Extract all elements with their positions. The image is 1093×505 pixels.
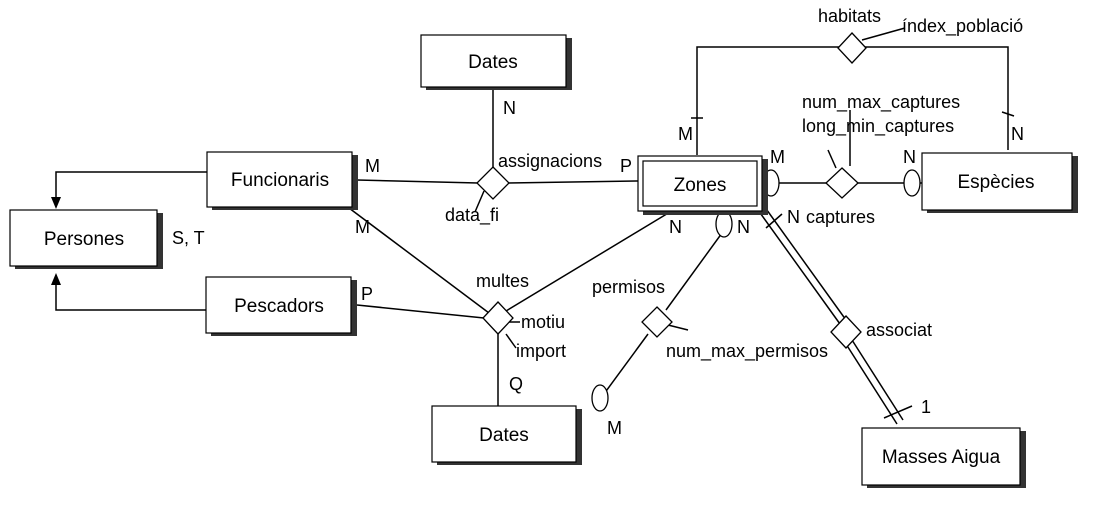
funcionaris-isa-arrow bbox=[51, 197, 61, 209]
entity-zones-inner-border bbox=[642, 160, 758, 207]
card-pescadors-multes-P: P bbox=[361, 284, 373, 304]
dates-permisos-link bbox=[600, 333, 649, 399]
attr-motiu: motiu bbox=[521, 312, 565, 332]
card-zones-captures-M: M bbox=[770, 147, 785, 167]
rel-permisos-label: permisos bbox=[592, 277, 665, 297]
masses-associat-tick bbox=[883, 405, 913, 419]
rel-associat-label: associat bbox=[866, 320, 932, 340]
pescadors-isa-arrow bbox=[51, 273, 61, 285]
card-especies-captures-N: N bbox=[903, 147, 916, 167]
entity-especies-label: Espècies bbox=[957, 172, 1034, 193]
card-zones-associat-N: N bbox=[787, 207, 800, 227]
multes-diamond[interactable] bbox=[482, 301, 514, 335]
captures-diamond[interactable] bbox=[825, 167, 859, 199]
card-dates-multes-Q: Q bbox=[509, 374, 523, 394]
habitats-link-zones bbox=[696, 46, 852, 155]
entity-persones-label: Persones bbox=[44, 229, 124, 250]
zones-associat-line-b bbox=[763, 205, 847, 321]
entity-masses-aigua[interactable] bbox=[861, 427, 1021, 486]
dates-permisos-ellipse bbox=[591, 384, 609, 412]
attr-num-max-permisos: num_max_permisos bbox=[666, 341, 828, 362]
entity-funcionaris[interactable] bbox=[206, 151, 353, 208]
zones-multes-link bbox=[505, 211, 671, 312]
habitats-attr-link bbox=[861, 27, 906, 41]
entity-especies[interactable] bbox=[921, 152, 1073, 211]
entity-dates-top-label: Dates bbox=[468, 52, 518, 73]
attr-index-poblacio: índex_població bbox=[902, 16, 1023, 37]
rel-assignacions-label: assignacions bbox=[498, 151, 602, 171]
entity-zones-label: Zones bbox=[674, 175, 727, 196]
entity-dates-bottom-label: Dates bbox=[479, 425, 529, 446]
num-max-permisos-link bbox=[667, 324, 689, 331]
masses-associat-line-a bbox=[845, 343, 898, 425]
entity-persones[interactable] bbox=[9, 209, 158, 267]
especies-habitats-tick bbox=[1001, 111, 1015, 117]
entity-funcionaris-label: Funcionaris bbox=[231, 170, 329, 191]
card-zones-permisos-N: N bbox=[737, 217, 750, 237]
generalization-label: S, T bbox=[172, 228, 205, 248]
attr-import: import bbox=[516, 341, 566, 361]
zones-associat-line-a bbox=[757, 209, 841, 325]
funcionaris-multes-link bbox=[344, 204, 494, 317]
funcionaris-isa-link bbox=[55, 171, 207, 198]
rel-habitats-label: habitats bbox=[818, 6, 881, 26]
card-dates-permisos-M: M bbox=[607, 418, 622, 438]
card-masses-associat-1: 1 bbox=[921, 397, 931, 417]
rel-captures-label: captures bbox=[806, 207, 875, 227]
long-min-captures-link bbox=[827, 149, 837, 169]
zones-permisos-link bbox=[665, 221, 731, 311]
zones-assign-link bbox=[507, 180, 639, 184]
entity-dates-bottom[interactable] bbox=[431, 405, 577, 463]
funcionaris-assign-link bbox=[356, 179, 479, 184]
associat-diamond[interactable] bbox=[830, 315, 862, 349]
assignacions-diamond[interactable] bbox=[476, 166, 510, 200]
attr-data-fi: data_fi bbox=[445, 205, 499, 226]
habitats-link-especies bbox=[852, 46, 1009, 150]
card-zones-habitats-M: M bbox=[678, 124, 693, 144]
especies-captures-ellipse bbox=[903, 169, 921, 197]
import-link bbox=[505, 333, 517, 349]
entity-pescadors[interactable] bbox=[205, 276, 352, 334]
data-fi-link bbox=[474, 190, 485, 213]
permisos-diamond[interactable] bbox=[641, 306, 673, 338]
card-dates-top-N: N bbox=[503, 98, 516, 118]
attr-long-min-captures: long_min_captures bbox=[802, 116, 954, 137]
card-zones-multes-N: N bbox=[669, 217, 682, 237]
habitats-diamond[interactable] bbox=[837, 32, 867, 64]
entity-masses-aigua-label: Masses Aigua bbox=[882, 447, 1001, 468]
card-zones-assign-P: P bbox=[620, 156, 632, 176]
pescadors-multes-link bbox=[356, 304, 485, 319]
entity-dates-top[interactable] bbox=[420, 34, 567, 88]
card-funcionaris-multes-M: M bbox=[355, 217, 370, 237]
attr-num-max-captures: num_max_captures bbox=[802, 92, 960, 113]
rel-multes-label: multes bbox=[476, 271, 529, 291]
card-especies-habitats-N: N bbox=[1011, 124, 1024, 144]
entity-pescadors-label: Pescadors bbox=[234, 296, 324, 317]
pescadors-isa-link bbox=[55, 283, 206, 311]
card-funcionaris-assign-M: M bbox=[365, 156, 380, 176]
masses-associat-line-b bbox=[851, 339, 904, 421]
